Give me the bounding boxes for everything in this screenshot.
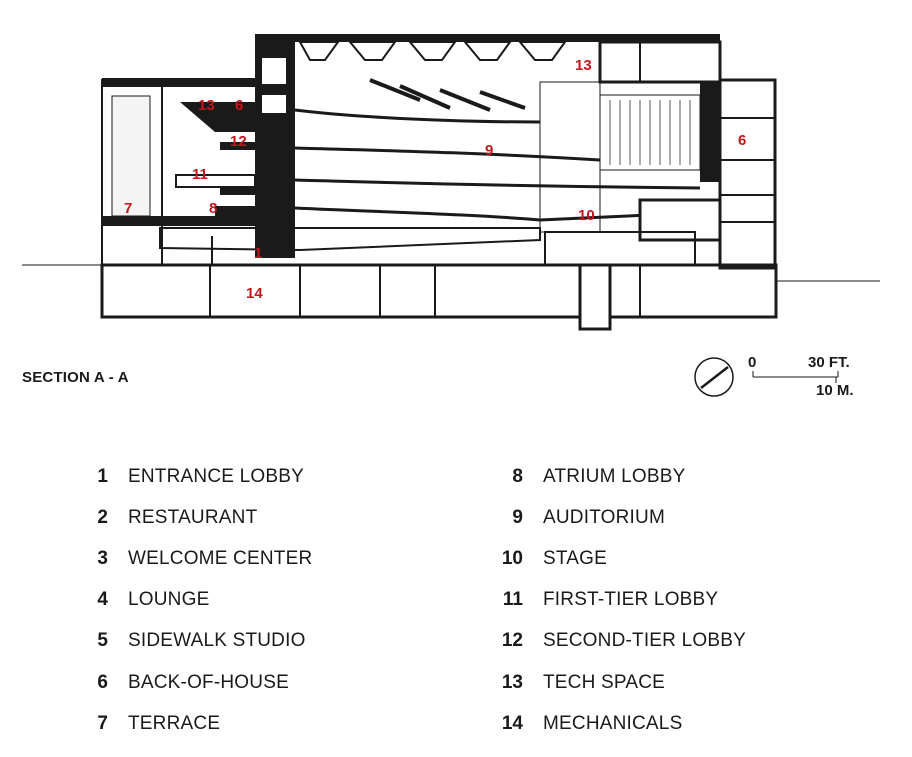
room-label-14: 14 [246,285,263,302]
scale-bar: 0 30 FT. 10 M. [748,354,854,399]
legend-item: 5 SIDEWALK STUDIO [74,621,312,662]
legend-left: 1 ENTRANCE LOBBY 2 RESTAURANT 3 WELCOME CEN… [74,456,312,744]
legend-name: TECH SPACE [543,671,666,693]
room-label-9: 9 [485,142,493,159]
section-title: SECTION A - A [22,369,129,386]
legend-num: 2 [97,506,108,528]
legend-item: 13 TECH SPACE [489,662,746,703]
legend-item: 10 STAGE [489,538,746,579]
legend-item: 4 LOUNGE [74,580,312,621]
legend-item: 2 RESTAURANT [74,497,312,538]
legend-item: 7 TERRACE [74,703,312,744]
room-label-12: 12 [230,133,247,150]
legend-item: 9 AUDITORIUM [489,497,746,538]
legend-num: 1 [97,465,108,487]
legend-name: STAGE [543,547,607,569]
legend-item: 11 FIRST-TIER LOBBY [489,580,746,621]
legend-num: 8 [512,465,523,487]
legend-num: 14 [501,712,523,734]
room-label-7: 7 [124,200,132,217]
room-label-6: 6 [235,97,243,114]
legend-num: 11 [502,589,523,611]
legend-num: 5 [97,630,108,652]
scale-feet: 30 FT. [808,354,850,371]
room-label-8: 8 [209,200,217,217]
legend-name: ATRIUM LOBBY [543,465,686,487]
legend-num: 12 [501,630,523,652]
scale-meters: 10 M. [816,382,854,399]
legend-name: BACK-OF-HOUSE [128,671,289,693]
room-label-1: 1 [254,245,262,262]
north-arrow-icon [694,357,734,397]
legend-item: 12 SECOND-TIER LOBBY [489,621,746,662]
legend-num: 13 [501,671,523,693]
legend-name: SIDEWALK STUDIO [128,630,306,652]
legend-name: FIRST-TIER LOBBY [543,589,719,611]
legend-name: TERRACE [128,712,221,734]
legend-name: LOUNGE [128,589,210,611]
legend-item: 6 BACK-OF-HOUSE [74,662,312,703]
room-label-11: 11 [192,166,208,183]
legend-name: ENTRANCE LOBBY [128,465,304,487]
legend-right: 8 ATRIUM LOBBY 9 AUDITORIUM 10 STAGE 11 FIRS… [489,456,746,744]
legend-name: RESTAURANT [128,506,258,528]
legend-name: MECHANICALS [543,712,683,734]
legend-num: 6 [97,671,108,693]
legend-item: 3 WELCOME CENTER [74,538,312,579]
legend-num: 4 [97,589,108,611]
legend-name: WELCOME CENTER [128,547,313,569]
legend-num: 7 [97,712,108,734]
room-label-13-tech: 13 [575,57,592,74]
legend-num: 3 [97,547,108,569]
legend-num: 9 [512,506,523,528]
building-section-drawing: 13 6 12 11 7 8 1 14 9 10 13 6 [22,34,880,331]
scale-zero: 0 [748,354,756,371]
room-label-6-back: 6 [738,132,746,149]
legend-item: 1 ENTRANCE LOBBY [74,456,312,497]
room-label-10: 10 [578,207,595,224]
legend-item: 14 MECHANICALS [489,703,746,744]
legend-name: SECOND-TIER LOBBY [543,630,746,652]
legend-name: AUDITORIUM [543,506,665,528]
legend-num: 10 [501,547,523,569]
legend-item: 8 ATRIUM LOBBY [489,456,746,497]
room-label-13: 13 [198,97,215,114]
